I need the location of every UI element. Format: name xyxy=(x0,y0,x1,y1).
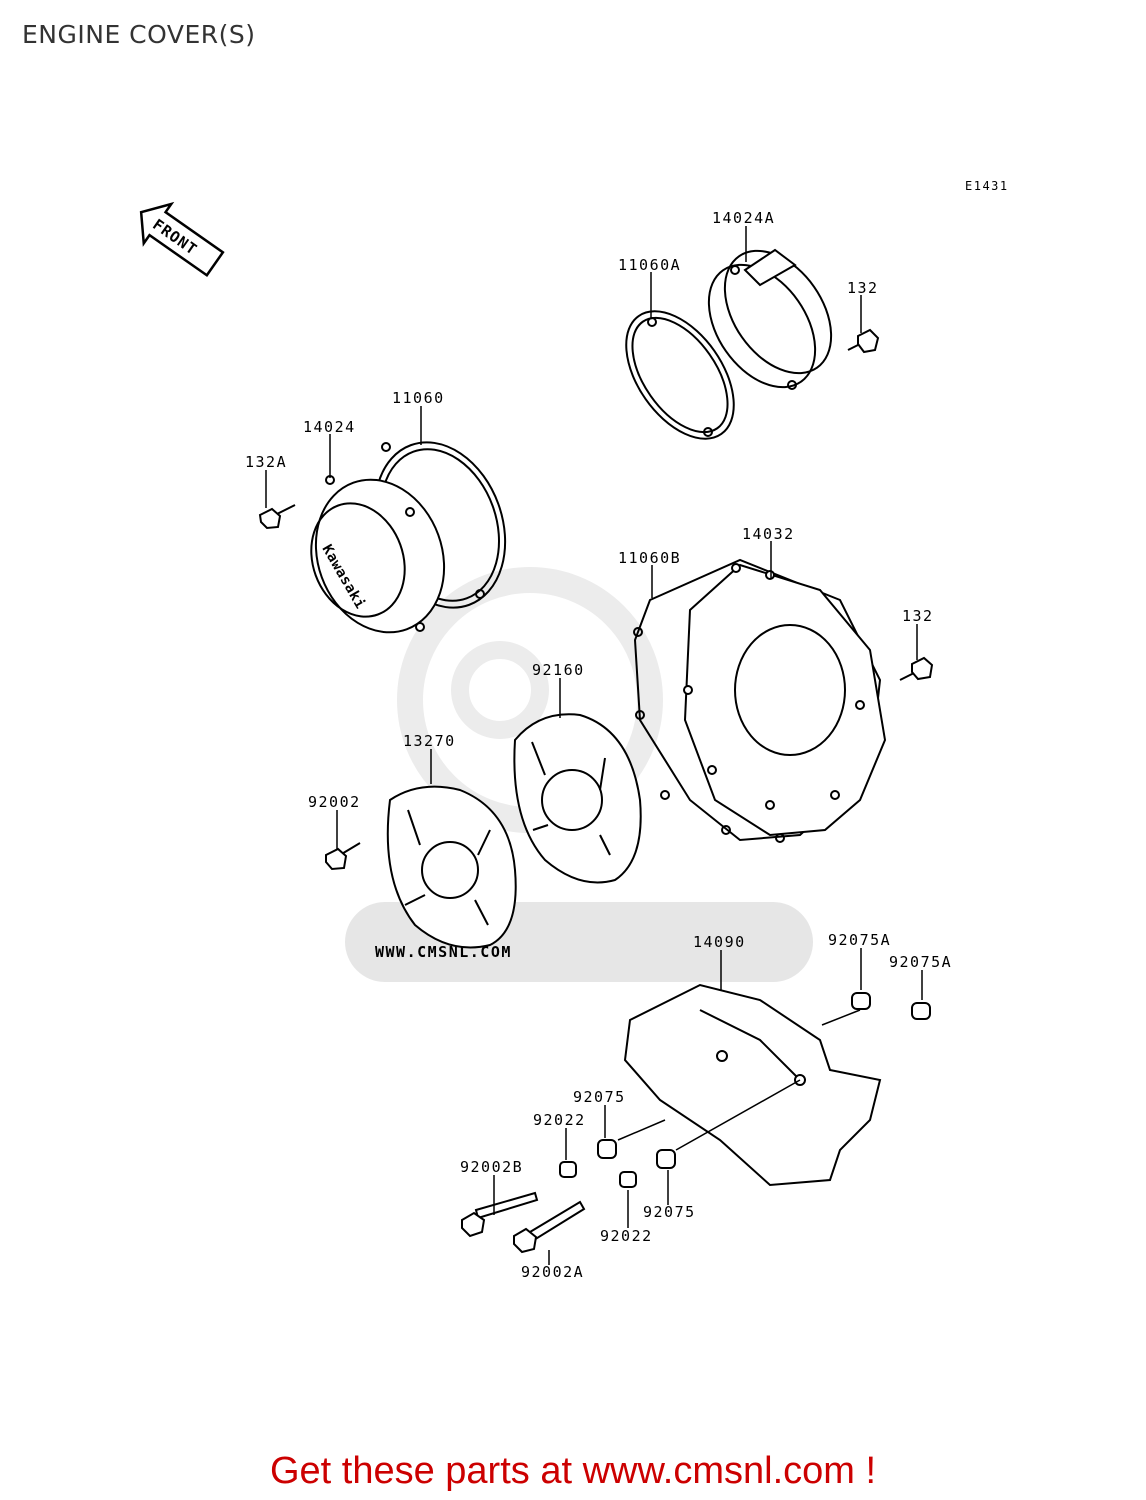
part-label-92002A: 92002A xyxy=(521,1263,584,1281)
cover-14024A xyxy=(707,248,833,390)
part-label-11060A: 11060A xyxy=(618,256,681,274)
gasket-11060A xyxy=(625,310,735,440)
front-arrow-icon: FRONT xyxy=(139,201,225,278)
part-label-92160: 92160 xyxy=(532,661,585,679)
part-label-92075A-2: 92075A xyxy=(889,953,952,971)
collar-92022-2 xyxy=(619,1171,637,1188)
footer-link[interactable]: Get these parts at www.cmsnl.com ! xyxy=(269,1450,877,1492)
part-label-92002B: 92002B xyxy=(460,1158,523,1176)
part-label-13270: 13270 xyxy=(403,732,456,750)
bolt-132A xyxy=(258,504,296,530)
plate-92160 xyxy=(513,713,642,884)
part-label-92075-2: 92075 xyxy=(643,1203,696,1221)
bolt-92002A xyxy=(513,1200,586,1254)
grommet-92075A-2 xyxy=(911,1002,931,1020)
part-label-14032: 14032 xyxy=(742,525,795,543)
bolt-132-mid xyxy=(899,656,934,681)
part-label-132A: 132A xyxy=(245,453,287,471)
bolt-132-top xyxy=(847,328,880,354)
part-label-11060B: 11060B xyxy=(618,549,681,567)
watermark-text: WWW.CMSNL.COM xyxy=(375,943,512,961)
part-label-92075-1: 92075 xyxy=(573,1088,626,1106)
part-label-92022-1: 92022 xyxy=(533,1111,586,1129)
cover-14024: Kawasaki xyxy=(310,475,446,634)
cover-14032 xyxy=(683,563,887,837)
cover-14090 xyxy=(623,983,882,1187)
grommet-92075A-1 xyxy=(851,992,871,1010)
part-label-11060: 11060 xyxy=(392,389,445,407)
grommet-92075-1 xyxy=(597,1139,617,1159)
part-label-92022-2: 92022 xyxy=(600,1227,653,1245)
part-label-14090: 14090 xyxy=(693,933,746,951)
page-title: ENGINE COVER(S) xyxy=(22,20,256,49)
part-label-14024A: 14024A xyxy=(712,209,775,227)
part-label-14024: 14024 xyxy=(303,418,356,436)
part-label-132-top: 132 xyxy=(847,279,879,297)
grommet-92075-2 xyxy=(656,1149,676,1169)
bolt-92002B xyxy=(461,1191,539,1238)
plate-13270 xyxy=(386,785,517,949)
leader-lines xyxy=(265,226,923,1265)
bolt-92002 xyxy=(325,842,361,871)
part-label-92002: 92002 xyxy=(308,793,361,811)
part-label-92075A-1: 92075A xyxy=(828,931,891,949)
part-label-132-mid: 132 xyxy=(902,607,934,625)
diagram-code: E1431 xyxy=(965,179,1009,193)
collar-92022-1 xyxy=(559,1161,577,1178)
